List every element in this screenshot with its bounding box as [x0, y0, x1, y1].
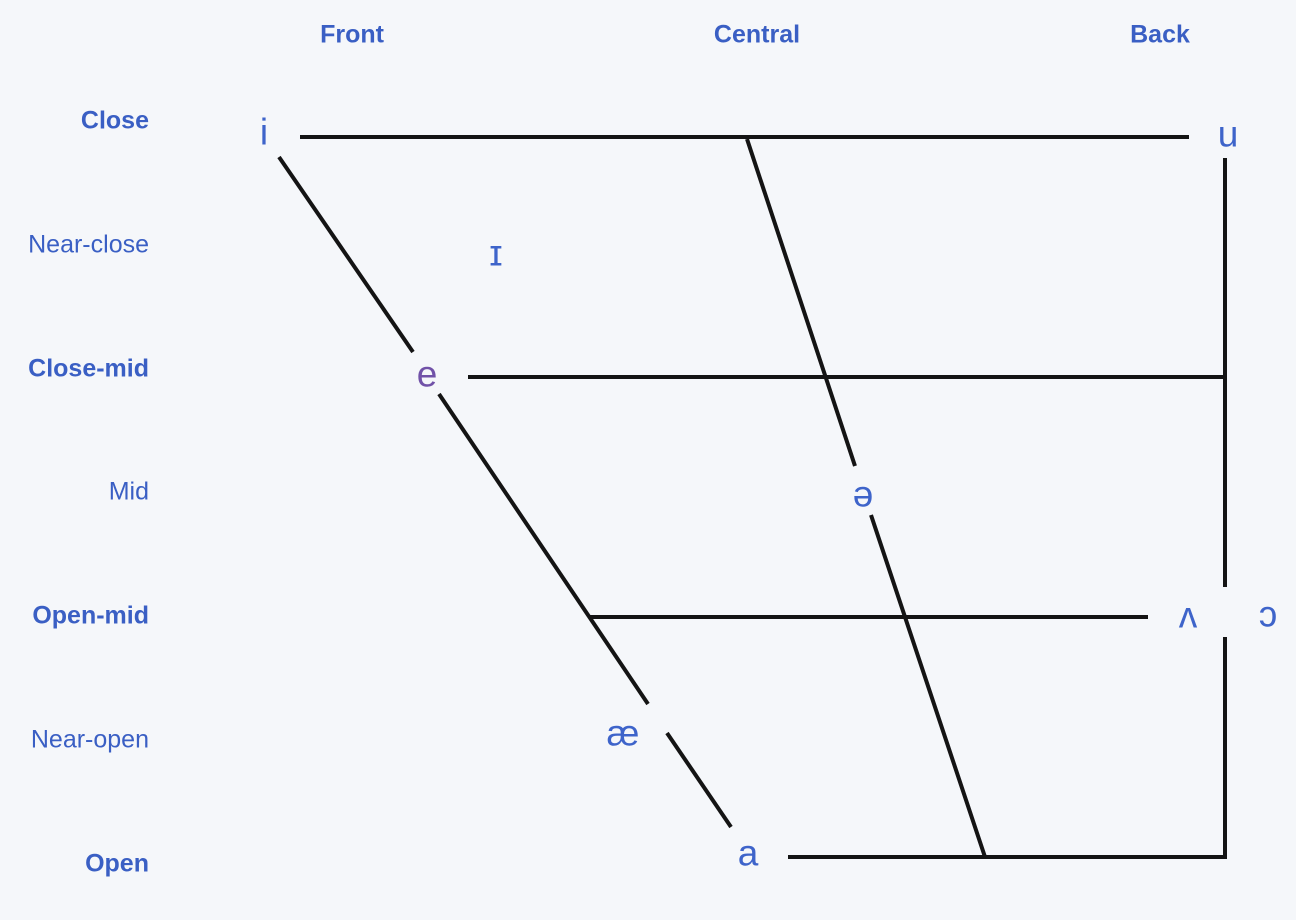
row-label-mid: Mid	[108, 477, 149, 506]
vowel-a: a	[737, 832, 759, 874]
vowel-caret: ʌ	[1178, 594, 1198, 636]
row-label-open: Open	[85, 849, 149, 878]
vowel-small-cap-i: ɪ	[489, 232, 503, 274]
front-diagonal-upper	[277, 155, 415, 354]
row-label-open-mid: Open-mid	[32, 601, 149, 630]
row-label-close-mid: Close-mid	[28, 354, 149, 383]
row-label-near-close: Near-close	[28, 230, 149, 259]
vowel-ash: æ	[606, 712, 640, 754]
vowel-u: u	[1217, 113, 1239, 155]
column-header-back: Back	[1130, 20, 1190, 49]
row-label-close: Close	[80, 106, 149, 135]
vowel-i: i	[259, 111, 269, 153]
central-diagonal-upper	[745, 138, 857, 467]
vowel-e: e	[416, 353, 438, 395]
column-header-central: Central	[713, 20, 801, 49]
row-label-near-open: Near-open	[30, 725, 149, 754]
central-diagonal-lower	[869, 514, 987, 858]
front-diagonal-lower	[665, 731, 733, 829]
vowel-schwa: ə	[852, 473, 874, 515]
front-diagonal-middle	[437, 392, 650, 706]
column-header-front: Front	[320, 20, 384, 49]
vowel-open-o: ɔ	[1258, 593, 1278, 635]
